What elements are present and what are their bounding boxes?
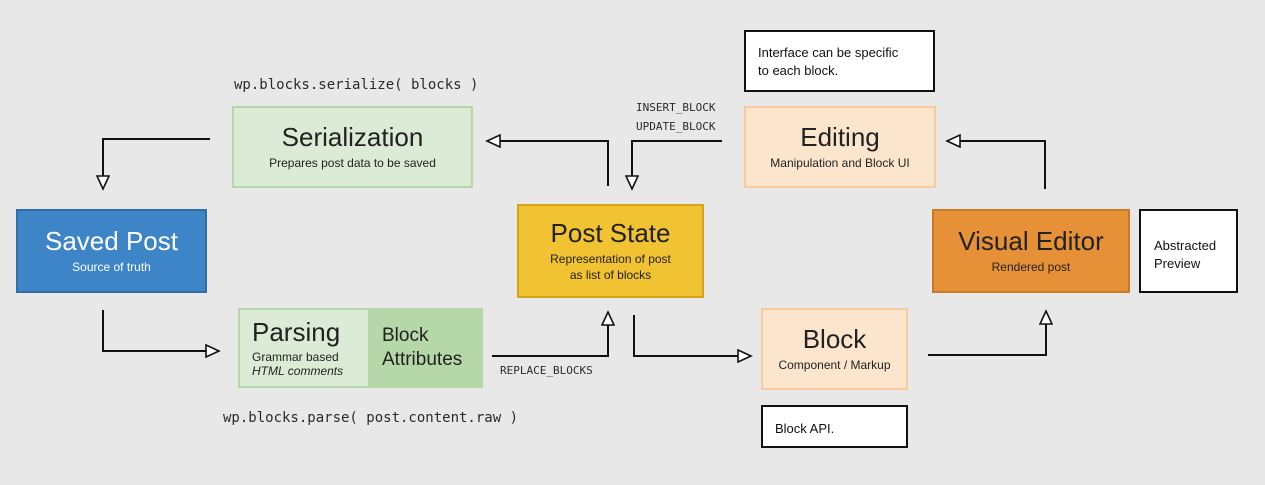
- serialization-title: Serialization: [281, 121, 424, 152]
- parsing-subtitle-grammar: Grammar based: [252, 349, 339, 364]
- interface-note-line-2: to each block.: [758, 62, 839, 78]
- abstracted-preview-note: Abstracted Preview: [1139, 209, 1238, 293]
- arrow-editing-to-post-state: [632, 140, 722, 188]
- arrow-block-to-visual-editor: [928, 312, 1046, 356]
- arrow-post-state-to-block: [633, 315, 750, 356]
- serialization-subtitle: Prepares post data to be saved: [269, 155, 436, 170]
- parsing-section: Parsing Grammar based HTML comments: [240, 310, 368, 386]
- post-state-subtitle-1: Representation of post: [550, 252, 671, 267]
- saved-post-title: Saved Post: [45, 225, 178, 256]
- interface-note-line-1: Interface can be specific: [758, 45, 899, 60]
- block-attributes-section: Block Attributes: [368, 310, 481, 386]
- block-title: Block: [802, 323, 867, 354]
- arrow-visual-editor-to-editing: [948, 141, 1046, 189]
- block-attributes-line-2: Attributes: [382, 349, 463, 370]
- visual-editor-title: Visual Editor: [958, 225, 1104, 256]
- saved-post-subtitle: Source of truth: [72, 259, 151, 274]
- visual-editor-subtitle: Rendered post: [991, 259, 1071, 274]
- block-attributes-line-1: Block: [382, 325, 429, 347]
- visual-editor-node: Visual Editor Rendered post: [932, 209, 1130, 293]
- insert-block-action-label: INSERT_BLOCK: [636, 101, 716, 114]
- block-node: Block Component / Markup: [761, 308, 908, 390]
- editing-subtitle: Manipulation and Block UI: [770, 155, 910, 170]
- abstracted-preview-line-2: Preview: [1154, 255, 1201, 271]
- interface-note: Interface can be specific to each block.: [744, 30, 935, 92]
- arrow-saved-post-to-parsing: [102, 310, 218, 351]
- editing-node: Editing Manipulation and Block UI: [744, 106, 936, 188]
- block-api-label: Block API.: [775, 421, 835, 436]
- block-subtitle: Component / Markup: [778, 357, 891, 372]
- arrow-post-state-to-serialization: [488, 141, 609, 186]
- update-block-action-label: UPDATE_BLOCK: [636, 120, 716, 133]
- post-state-title: Post State: [550, 217, 671, 248]
- parsing-node: Parsing Grammar based HTML comments Bloc…: [238, 308, 483, 388]
- block-api-note: Block API.: [761, 405, 908, 448]
- arrow-serialization-to-saved-post: [103, 138, 210, 188]
- replace-blocks-action-label: REPLACE_BLOCKS: [500, 364, 593, 377]
- post-state-subtitle-2: as list of blocks: [569, 267, 652, 282]
- arrow-parsing-to-post-state: [492, 313, 608, 357]
- serialize-call-label: wp.blocks.serialize( blocks ): [234, 77, 479, 93]
- serialization-node: Serialization Prepares post data to be s…: [232, 106, 473, 188]
- editing-title: Editing: [800, 121, 880, 152]
- abstracted-preview-line-1: Abstracted: [1154, 238, 1217, 253]
- parse-call-label: wp.blocks.parse( post.content.raw ): [223, 410, 519, 426]
- parsing-subtitle-html-comments: HTML comments: [252, 363, 344, 378]
- saved-post-node: Saved Post Source of truth: [16, 209, 207, 293]
- parsing-title: Parsing: [252, 317, 341, 348]
- post-state-node: Post State Representation of post as lis…: [517, 204, 704, 298]
